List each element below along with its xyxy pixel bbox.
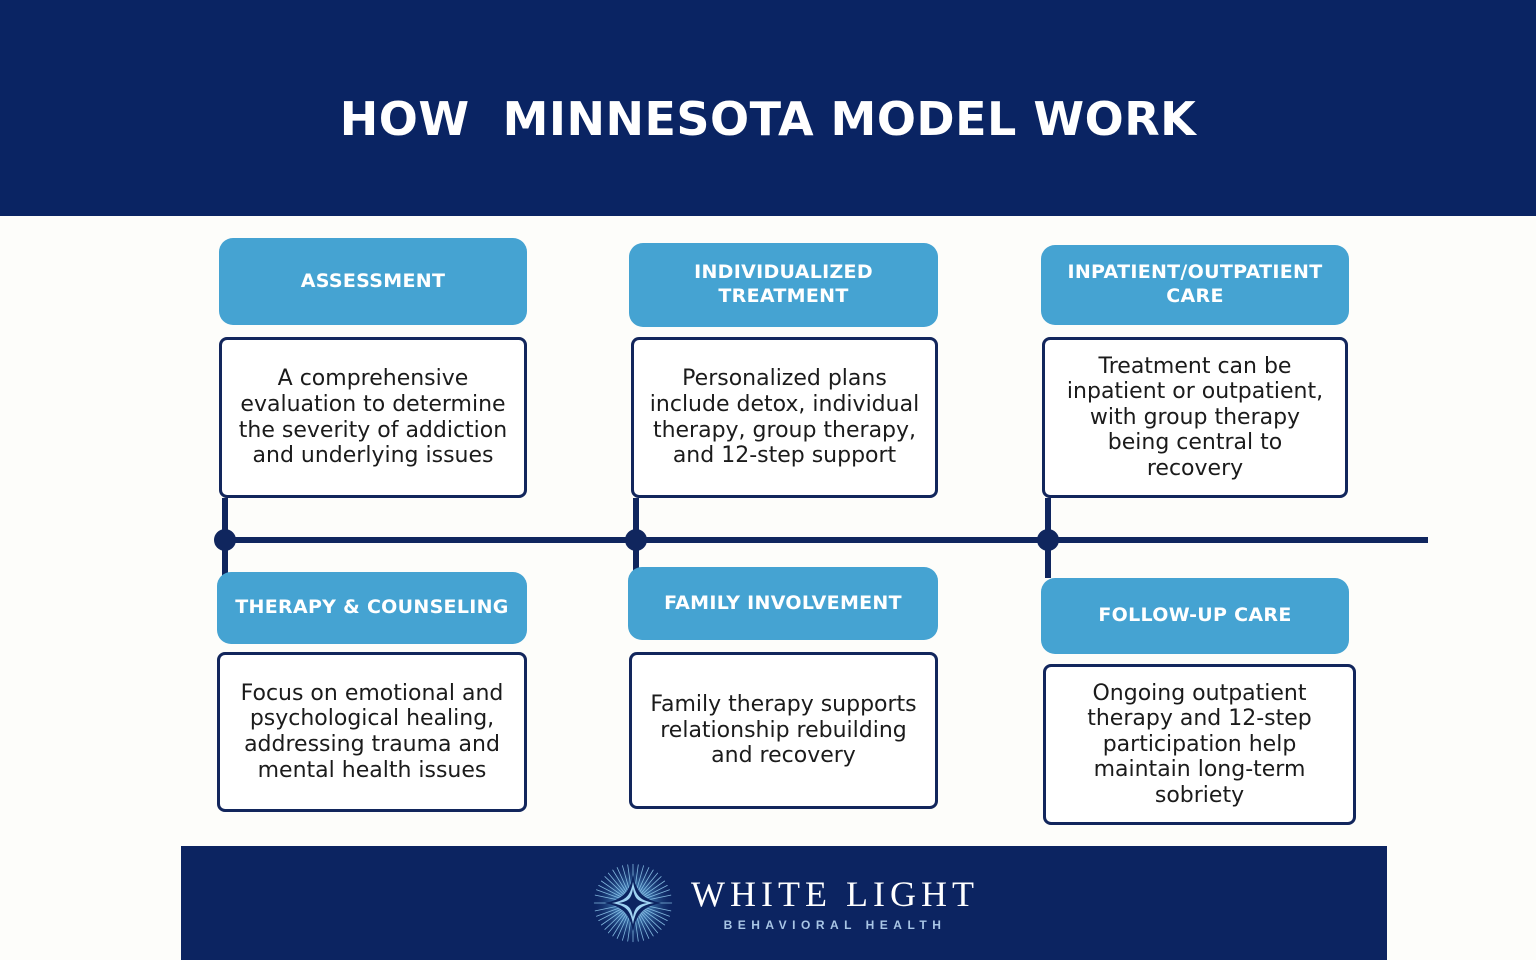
connector-stem-up-2 [633,498,639,540]
step-title-family-involvement: FAMILY INVOLVEMENT [628,567,938,640]
timeline-node-1 [214,529,236,551]
connector-stem-up-1 [222,498,228,540]
header-bar [0,0,1536,216]
step-title-individualized-treatment: INDIVIDUALIZED TREATMENT [629,243,938,327]
brand-logo-text: WHITE LIGHT BEHAVIORAL HEALTH [691,876,979,931]
step-description-family-involvement: Family therapy supports relationship reb… [629,652,938,809]
page-title: HOW MINNESOTA MODEL WORK [339,92,1197,146]
step-title-therapy-counseling: THERAPY & COUNSELING [217,572,527,644]
step-description-therapy-counseling: Focus on emotional and psychological hea… [217,652,527,812]
step-title-follow-up-care: FOLLOW-UP CARE [1041,578,1349,654]
step-description-inpatient-outpatient-care: Treatment can be inpatient or outpatient… [1042,337,1348,498]
starburst-light-icon [592,862,674,944]
footer-bar [181,846,1387,960]
step-title-inpatient-outpatient-care: INPATIENT/OUTPATIENT CARE [1041,245,1349,325]
timeline-node-3 [1037,529,1059,551]
connector-stem-down-3 [1045,540,1051,578]
timeline-node-2 [625,529,647,551]
brand-tagline: BEHAVIORAL HEALTH [723,917,947,932]
step-title-assessment: ASSESSMENT [219,238,527,325]
brand-logo: WHITE LIGHT BEHAVIORAL HEALTH [181,846,1387,960]
connector-stem-up-3 [1045,498,1051,540]
connector-stem-down-2 [633,540,639,578]
connector-stem-down-1 [222,540,228,580]
timeline-axis [224,537,1428,543]
brand-name: WHITE LIGHT [691,873,979,914]
step-description-follow-up-care: Ongoing outpatient therapy and 12-step p… [1043,664,1356,825]
step-description-individualized-treatment: Personalized plans include detox, indivi… [631,337,938,498]
step-description-assessment: A comprehensive evaluation to determine … [219,337,527,498]
